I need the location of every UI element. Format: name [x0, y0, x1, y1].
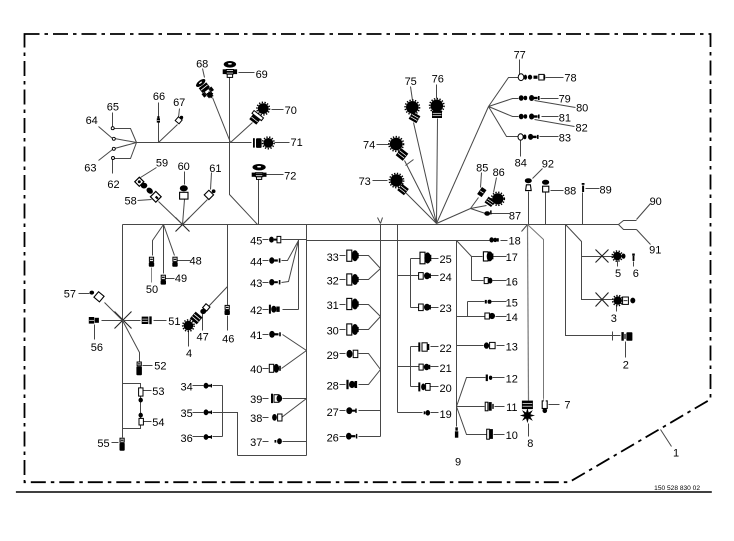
svg-text:70: 70: [285, 105, 297, 117]
svg-text:36: 36: [180, 433, 192, 445]
svg-text:49: 49: [175, 273, 187, 285]
svg-text:15: 15: [506, 298, 518, 310]
svg-text:75: 75: [405, 76, 417, 88]
svg-text:77: 77: [514, 49, 526, 61]
svg-text:60: 60: [178, 161, 190, 173]
svg-text:61: 61: [209, 163, 221, 175]
svg-text:72: 72: [284, 171, 296, 183]
svg-text:18: 18: [508, 236, 520, 248]
svg-text:42: 42: [250, 305, 262, 317]
svg-text:50: 50: [146, 284, 158, 296]
svg-text:10: 10: [506, 430, 518, 442]
svg-text:56: 56: [91, 342, 103, 354]
svg-text:43: 43: [250, 278, 262, 290]
svg-text:63: 63: [84, 162, 96, 174]
svg-text:8: 8: [527, 438, 533, 450]
svg-text:23: 23: [439, 303, 451, 315]
svg-text:69: 69: [256, 69, 268, 81]
svg-text:78: 78: [564, 73, 576, 85]
svg-text:40: 40: [250, 364, 262, 376]
svg-text:59: 59: [156, 158, 168, 170]
svg-text:35: 35: [180, 408, 192, 420]
svg-text:20: 20: [439, 383, 451, 395]
svg-text:74: 74: [363, 140, 375, 152]
svg-text:83: 83: [559, 133, 571, 145]
svg-text:88: 88: [564, 186, 576, 198]
svg-text:80: 80: [576, 103, 588, 115]
svg-text:55: 55: [97, 438, 109, 450]
svg-text:52: 52: [154, 361, 166, 373]
svg-text:46: 46: [222, 333, 234, 345]
svg-text:27: 27: [327, 407, 339, 419]
svg-text:19: 19: [439, 409, 451, 421]
svg-text:41: 41: [250, 330, 262, 342]
svg-text:26: 26: [327, 432, 339, 444]
svg-text:1: 1: [673, 447, 679, 459]
svg-text:73: 73: [359, 176, 371, 188]
svg-text:71: 71: [290, 137, 302, 149]
svg-text:25: 25: [439, 254, 451, 266]
svg-text:34: 34: [180, 382, 192, 394]
svg-text:67: 67: [173, 97, 185, 109]
svg-text:30: 30: [327, 326, 339, 338]
svg-text:28: 28: [327, 381, 339, 393]
svg-text:64: 64: [86, 115, 98, 127]
svg-text:13: 13: [506, 341, 518, 353]
svg-text:5: 5: [615, 268, 621, 280]
svg-text:38: 38: [250, 413, 262, 425]
svg-text:54: 54: [152, 417, 164, 429]
svg-text:12: 12: [506, 374, 518, 386]
svg-text:6: 6: [633, 268, 639, 280]
svg-text:4: 4: [186, 348, 192, 360]
svg-text:17: 17: [506, 252, 518, 264]
svg-text:29: 29: [327, 350, 339, 362]
svg-text:21: 21: [439, 363, 451, 375]
svg-text:7: 7: [564, 400, 570, 412]
svg-text:62: 62: [107, 179, 119, 191]
svg-text:31: 31: [327, 300, 339, 312]
svg-text:14: 14: [506, 312, 518, 324]
svg-text:85: 85: [476, 162, 488, 174]
svg-text:32: 32: [327, 276, 339, 288]
svg-text:44: 44: [250, 256, 262, 268]
svg-text:11: 11: [506, 402, 517, 414]
svg-text:79: 79: [559, 93, 571, 105]
svg-text:57: 57: [64, 288, 76, 300]
svg-text:16: 16: [506, 276, 518, 288]
svg-text:39: 39: [250, 394, 262, 406]
svg-text:2: 2: [623, 360, 629, 372]
svg-text:3: 3: [611, 313, 617, 325]
svg-text:89: 89: [599, 184, 611, 196]
svg-text:65: 65: [107, 102, 119, 114]
svg-text:76: 76: [432, 74, 444, 86]
svg-text:24: 24: [439, 272, 451, 284]
svg-text:90: 90: [650, 196, 662, 208]
svg-text:53: 53: [152, 386, 164, 398]
svg-text:66: 66: [153, 91, 165, 103]
svg-text:51: 51: [168, 316, 180, 328]
svg-text:47: 47: [196, 332, 208, 344]
svg-text:33: 33: [327, 252, 339, 264]
svg-text:92: 92: [542, 158, 554, 170]
svg-text:87: 87: [509, 210, 521, 222]
svg-text:48: 48: [189, 255, 201, 267]
svg-text:86: 86: [493, 167, 505, 179]
svg-text:81: 81: [559, 113, 571, 125]
svg-text:82: 82: [575, 123, 587, 135]
svg-text:58: 58: [124, 196, 136, 208]
svg-text:37: 37: [250, 437, 262, 449]
svg-text:150 528 830 02: 150 528 830 02: [654, 485, 700, 492]
svg-text:91: 91: [649, 244, 661, 256]
svg-text:22: 22: [439, 343, 451, 355]
svg-text:84: 84: [515, 158, 527, 170]
svg-text:68: 68: [196, 59, 208, 71]
svg-text:45: 45: [250, 235, 262, 247]
svg-text:9: 9: [455, 456, 461, 468]
